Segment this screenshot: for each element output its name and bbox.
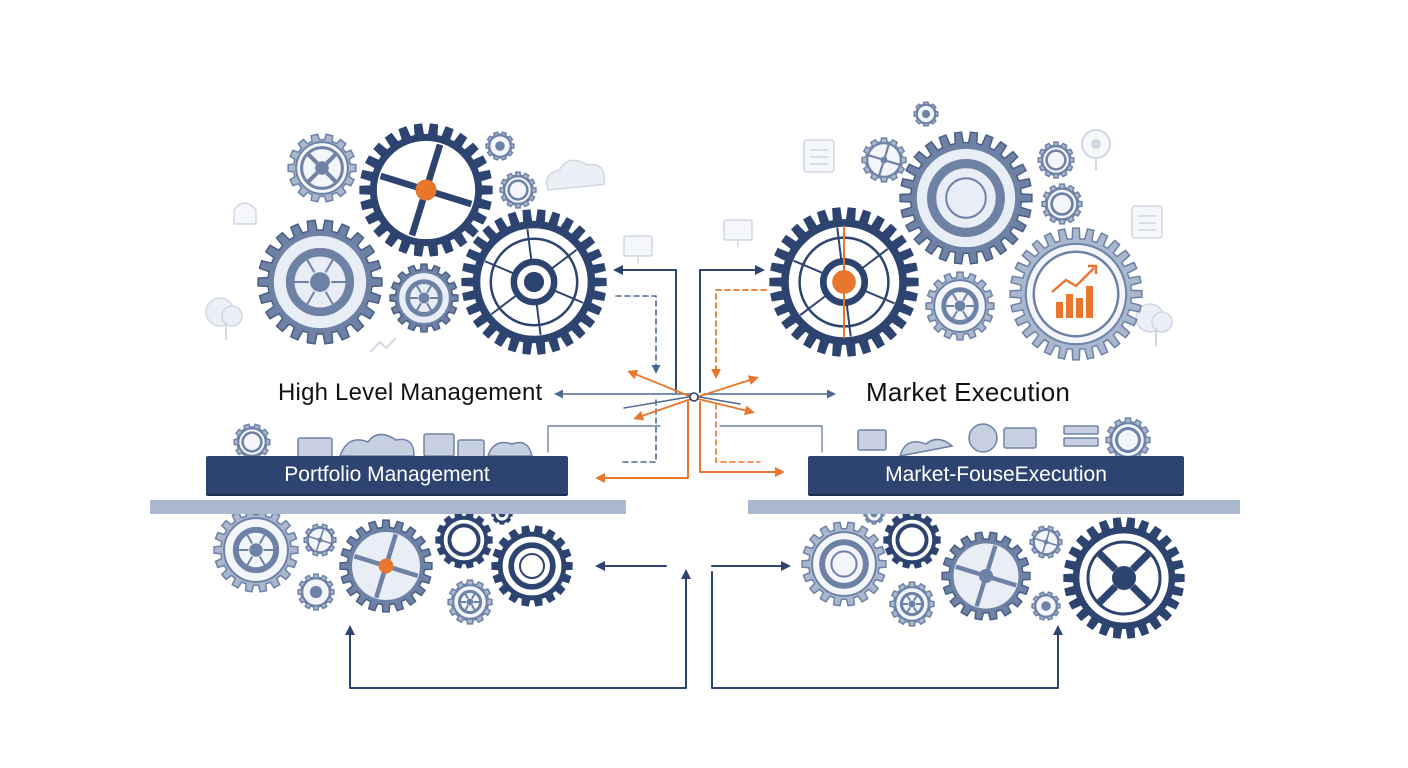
right-platform-bar	[748, 500, 1240, 514]
market-execution-banner: Market-FouseExecution	[808, 456, 1184, 494]
cross-arrow-1	[627, 370, 695, 399]
gear-icon	[447, 579, 493, 625]
gear-icon	[941, 531, 1031, 621]
gear-icon	[435, 511, 493, 569]
gear-icon	[499, 171, 537, 209]
gear-icon	[1009, 227, 1143, 361]
gear-icon	[359, 123, 493, 257]
left-dashboard-clutter	[297, 433, 533, 459]
right-orange-dashed-arrow	[711, 289, 767, 379]
gear-icon	[1105, 417, 1151, 463]
left-banner-outline	[547, 425, 661, 453]
portfolio-management-banner: Portfolio Management	[206, 456, 568, 494]
gear-icon	[1029, 525, 1063, 559]
gear-icon	[303, 523, 337, 557]
gear-icon	[233, 423, 271, 461]
right-banner-outline	[719, 425, 823, 453]
right-heading: Market Execution	[866, 377, 1071, 407]
map-pin-icon	[1081, 129, 1111, 170]
left-bottom-loop-arrow	[345, 571, 687, 689]
left-platform-bar	[150, 500, 626, 514]
gear-icon	[1041, 183, 1083, 225]
gear-icon	[801, 521, 887, 607]
left-top-elbow-arrow	[613, 265, 677, 393]
gear-icon	[389, 263, 459, 333]
cross-arrow-3	[633, 397, 695, 421]
left-banner-label: Portfolio Management	[284, 463, 490, 486]
right-dashboard-clutter	[857, 423, 1099, 457]
document-icon	[1131, 205, 1163, 239]
right-top-elbow-arrow	[699, 265, 765, 393]
gear-icon	[1031, 591, 1061, 621]
gear-icon	[287, 133, 357, 203]
right-banner-label: Market-FouseExecution	[885, 463, 1107, 486]
document-icon	[803, 139, 835, 173]
right-orange-elbow-arrow	[699, 401, 785, 477]
cross-arrow-2	[693, 375, 759, 399]
gear-icon	[339, 519, 433, 613]
gear-icon	[257, 219, 383, 345]
arrow-icon	[369, 337, 397, 353]
gear-icon	[297, 573, 335, 611]
gear-icon	[899, 131, 1033, 265]
tree-icon	[1135, 303, 1173, 346]
cross-arrow-5	[623, 395, 695, 409]
right-orange-dashed-feedback	[715, 403, 761, 463]
tree-icon	[205, 297, 243, 340]
left-dashed-feedback	[619, 399, 657, 463]
cloud-icon	[545, 159, 606, 191]
bar-chart-icon	[1051, 264, 1098, 318]
gear-icon	[491, 525, 573, 607]
gear-icon	[485, 131, 515, 161]
gear-icon	[1037, 141, 1075, 179]
left-heading: High Level Management	[278, 379, 543, 406]
cross-arrow-6	[693, 395, 741, 405]
gear-icon	[913, 101, 939, 127]
left-orange-elbow-arrow	[595, 401, 689, 483]
gear-icon	[861, 137, 907, 183]
gear-icon	[1063, 517, 1185, 639]
gear-icon	[213, 507, 299, 593]
gear-icon	[925, 271, 995, 341]
monitor-icon	[723, 219, 753, 247]
left-dashed-down-arrow	[615, 295, 661, 374]
gear-icon	[883, 511, 941, 569]
gear-icon	[769, 207, 919, 357]
gear-icon	[889, 581, 935, 627]
monitor-icon	[623, 235, 653, 263]
right-bottom-loop-arrow	[711, 571, 1063, 689]
cross-arrow-4	[693, 397, 755, 416]
gear-icon	[461, 209, 607, 355]
cross-hub	[689, 392, 699, 402]
arrow-icon	[233, 202, 257, 225]
